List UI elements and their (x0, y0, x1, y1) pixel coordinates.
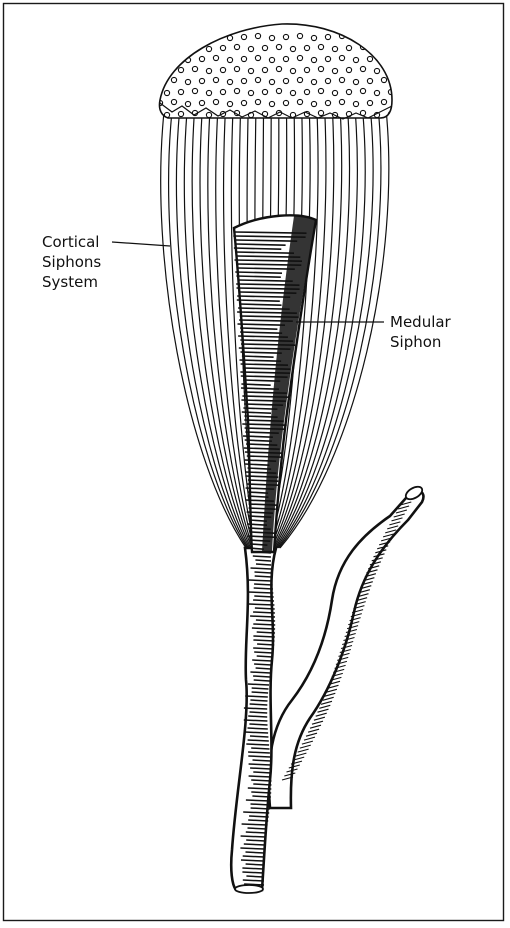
hatch-line (253, 624, 275, 625)
hatch-line (249, 724, 267, 725)
hatch-line (246, 852, 265, 853)
hatch-line (249, 604, 275, 605)
hatch-line (244, 708, 267, 709)
hatch-line (255, 576, 272, 577)
cortical-label-line-2: Siphons (42, 253, 101, 271)
hatch-line (246, 840, 265, 841)
hatch-line (251, 804, 271, 805)
hatch-line (248, 828, 268, 829)
hatch-line (253, 600, 274, 601)
hatch-line (256, 668, 272, 669)
hatch-line (253, 648, 274, 649)
hatch-line (250, 768, 271, 769)
hatch-line (246, 876, 263, 877)
hatch-line (257, 644, 274, 645)
hatch-line (253, 676, 270, 677)
hatch-line (248, 716, 267, 717)
hatch-line (254, 596, 273, 597)
cortical-label-line-1: Cortical (42, 233, 99, 251)
hatch-line (250, 672, 270, 673)
hatch-line (253, 784, 271, 785)
hatch-line (248, 820, 268, 821)
hatch-line (257, 656, 273, 657)
hatch-line (250, 616, 275, 617)
hatch-line (253, 612, 275, 613)
hatch-line (255, 608, 275, 609)
hatch-line (249, 776, 272, 777)
hatch-line (253, 772, 271, 773)
hatch-line (250, 736, 268, 737)
hatch-line (248, 756, 270, 757)
hatch-line (249, 816, 269, 817)
stalk-cut-end (235, 885, 263, 893)
hatch-line (250, 704, 268, 705)
hatch-line (257, 632, 275, 633)
hatch-line (250, 712, 268, 713)
hatch-line (251, 792, 271, 793)
hatch-line (244, 720, 268, 721)
hatch-line (256, 620, 275, 621)
medular-label-line-2: Siphon (390, 333, 441, 351)
cortical-label-line-3: System (42, 273, 98, 291)
hatch-line (252, 796, 271, 797)
hatch-line (242, 868, 263, 869)
hatch-line (243, 880, 264, 881)
hatch-line (248, 684, 269, 685)
hatch-line (254, 588, 273, 589)
hatch-line (254, 584, 273, 585)
hatch-line (253, 760, 271, 761)
hatch-line (251, 780, 271, 781)
hatch-line (251, 568, 272, 569)
hatch-line (243, 856, 264, 857)
hatch-line (249, 764, 271, 765)
hatch-line (241, 860, 264, 861)
hatch-line (251, 808, 270, 809)
hatch-line (248, 740, 269, 741)
hatch-line (251, 748, 269, 749)
hatch-line (256, 564, 271, 565)
hatch-line (246, 800, 271, 801)
hatch-line (253, 556, 271, 557)
hatch-line (250, 700, 267, 701)
hatch-line (245, 696, 268, 697)
hatch-line (242, 872, 263, 873)
hatch-line (243, 812, 269, 813)
hatch-line (246, 832, 267, 833)
hatch-line (253, 640, 274, 641)
hatch-line (252, 688, 269, 689)
hatch-line (255, 572, 272, 573)
medular-label-line-1: Medular (390, 313, 452, 331)
hatch-line (252, 692, 269, 693)
hatch-line (245, 732, 269, 733)
hatch-line (254, 680, 270, 681)
hatch-line (241, 836, 266, 837)
hatch-line (252, 660, 272, 661)
hatch-line (254, 652, 273, 653)
hatch-line (255, 560, 271, 561)
hatch-line (248, 752, 270, 753)
hatch-line (248, 788, 271, 789)
hatch-line (252, 628, 275, 629)
hatch-line (248, 580, 272, 581)
hatch-line (248, 592, 273, 593)
hatch-line (246, 744, 269, 745)
hatch-line (240, 848, 264, 849)
hatch-line (248, 728, 268, 729)
hatch-line (254, 664, 272, 665)
hatch-line (253, 636, 274, 637)
hatch-line (244, 844, 265, 845)
hatch-line (242, 824, 268, 825)
hatch-line (246, 864, 264, 865)
